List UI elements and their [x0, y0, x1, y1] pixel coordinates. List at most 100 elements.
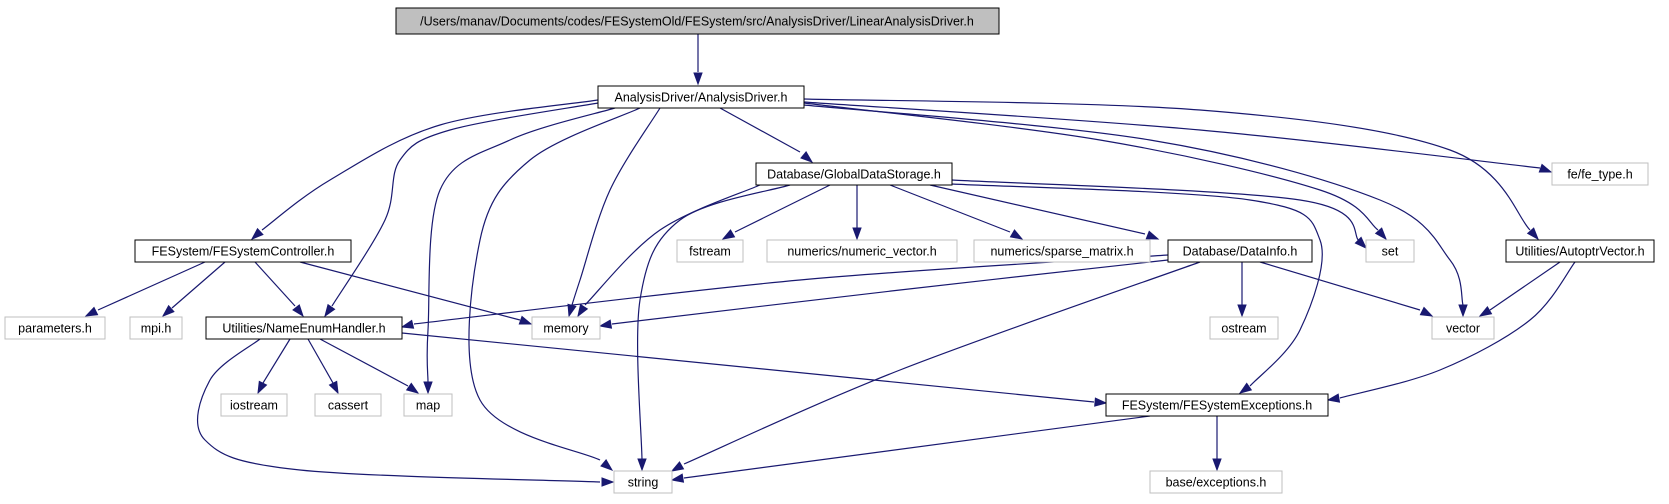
arrowhead: [250, 227, 264, 240]
edge-analysis-driver-to-fe-type: [803, 101, 1553, 173]
edge-line: [889, 184, 1011, 233]
svg-text:FESystem/FESystemExceptions.h: FESystem/FESystemExceptions.h: [1122, 399, 1312, 413]
edge-data-info-to-vector: [1259, 261, 1434, 317]
svg-text:parameters.h: parameters.h: [18, 322, 92, 336]
edge-line: [319, 338, 409, 387]
svg-text:memory: memory: [543, 322, 589, 336]
arrowhead: [324, 303, 336, 318]
edge-fesystem-exceptions-to-base-exceptions: [1212, 416, 1222, 472]
edge-fesystem-controller-to-parameters: [84, 261, 206, 317]
arrowhead: [405, 382, 420, 394]
arrowhead: [600, 459, 614, 471]
node-numeric-vector: numerics/numeric_vector.h: [766, 239, 958, 263]
edge-line: [951, 179, 1361, 243]
edge-line: [331, 102, 599, 307]
edge-line: [719, 107, 801, 153]
edge-line: [683, 415, 1151, 479]
arrowhead: [1478, 306, 1493, 317]
edge-fesystem-controller-to-memory: [299, 261, 533, 325]
edge-name-enum-handler-to-map: [319, 338, 420, 394]
dependency-nodes: /Users/manav/Documents/codes/FESystemOld…: [4, 7, 1655, 494]
edge-global-data-storage-to-sparse-matrix: [889, 184, 1024, 240]
node-data-info[interactable]: Database/DataInfo.h: [1167, 239, 1313, 263]
edge-line: [584, 184, 761, 306]
svg-text:map: map: [416, 399, 440, 413]
edge-analysis-driver-to-vector: [803, 104, 1468, 318]
arrowhead: [161, 304, 175, 317]
edge-line: [929, 184, 1146, 235]
edge-analysis-driver-to-name-enum-handler: [324, 102, 599, 318]
node-ostream: ostream: [1209, 316, 1279, 340]
arrowhead: [84, 306, 99, 317]
arrowhead: [257, 380, 268, 395]
edge-name-enum-handler-to-cassert: [307, 338, 339, 395]
node-iostream: iostream: [220, 393, 288, 417]
edge-line: [683, 261, 1201, 465]
arrowhead: [567, 303, 577, 318]
arrowhead: [1538, 163, 1553, 173]
edge-line: [1259, 261, 1421, 311]
edge-analysis-driver-to-set: [803, 102, 1387, 241]
edge-data-info-to-name-enum-handler: [400, 254, 1169, 329]
edge-line: [803, 104, 1464, 306]
arrowhead: [1419, 306, 1434, 317]
edge-global-data-storage-to-string: [637, 184, 791, 472]
arrowhead: [328, 380, 339, 395]
edge-line: [171, 261, 226, 309]
edge-root-to-analysis-driver: [693, 34, 703, 86]
edge-line: [803, 101, 1541, 169]
arrowhead: [1526, 227, 1539, 241]
node-base-exceptions: base/exceptions.h: [1149, 470, 1283, 494]
edge-line: [97, 261, 206, 311]
node-fesystem-controller[interactable]: FESystem/FESystemController.h: [134, 239, 352, 263]
arrowhead: [1458, 304, 1468, 318]
svg-text:string: string: [628, 476, 659, 490]
arrowhead: [423, 381, 433, 395]
edge-analysis-driver-to-map: [423, 107, 616, 395]
node-cassert: cassert: [314, 393, 382, 417]
edge-global-data-storage-to-data-info: [929, 184, 1160, 240]
arrowhead: [1094, 397, 1108, 407]
edge-line: [262, 338, 291, 384]
node-global-data-storage[interactable]: Database/GlobalDataStorage.h: [755, 162, 953, 186]
edge-analysis-driver-to-string: [468, 107, 641, 471]
svg-text:ostream: ostream: [1221, 322, 1266, 336]
arrowhead: [1374, 227, 1387, 241]
node-parameters: parameters.h: [4, 316, 106, 340]
node-fe-type: fe/fe_type.h: [1551, 162, 1649, 186]
node-set: set: [1365, 239, 1415, 263]
node-root-linear-analysis-driver: /Users/manav/Documents/codes/FESystemOld…: [395, 7, 1000, 35]
node-vector: vector: [1431, 316, 1495, 340]
svg-text:Database/GlobalDataStorage.h: Database/GlobalDataStorage.h: [767, 168, 941, 182]
edge-line: [803, 98, 1531, 231]
edge-global-data-storage-to-fesystem-exceptions: [951, 183, 1323, 394]
arrowhead: [670, 473, 685, 483]
node-name-enum-handler[interactable]: Utilities/NameEnumHandler.h: [205, 316, 403, 340]
svg-text:mpi.h: mpi.h: [141, 322, 172, 336]
edge-line: [307, 338, 334, 384]
arrowhead: [1238, 382, 1253, 394]
node-autoptr-vector[interactable]: Utilities/AutoptrVector.h: [1505, 239, 1655, 263]
svg-text:numerics/sparse_matrix.h: numerics/sparse_matrix.h: [990, 245, 1133, 259]
edge-analysis-driver-to-global-data-storage: [719, 107, 814, 163]
edge-fesystem-exceptions-to-string: [670, 415, 1151, 483]
edge-line: [1339, 261, 1576, 399]
edge-name-enum-handler-to-string: [196, 338, 615, 487]
arrowhead: [1145, 230, 1160, 240]
node-analysis-driver[interactable]: AnalysisDriver/AnalysisDriver.h: [597, 85, 805, 109]
arrowhead: [598, 319, 613, 329]
edge-line: [254, 261, 296, 307]
svg-text:Utilities/AutoptrVector.h: Utilities/AutoptrVector.h: [1515, 245, 1644, 259]
edge-line: [401, 332, 1095, 403]
svg-text:base/exceptions.h: base/exceptions.h: [1166, 476, 1267, 490]
svg-text:AnalysisDriver/AnalysisDriver.: AnalysisDriver/AnalysisDriver.h: [615, 91, 788, 105]
node-fesystem-exceptions[interactable]: FESystem/FESystemExceptions.h: [1105, 393, 1329, 417]
edge-line: [951, 183, 1323, 387]
edge-analysis-driver-to-autoptr-vector: [803, 98, 1539, 241]
arrowhead: [292, 304, 304, 318]
edge-name-enum-handler-to-iostream: [257, 338, 291, 395]
arrowhead: [637, 458, 647, 472]
node-mpi: mpi.h: [129, 316, 183, 340]
node-map: map: [403, 393, 453, 417]
